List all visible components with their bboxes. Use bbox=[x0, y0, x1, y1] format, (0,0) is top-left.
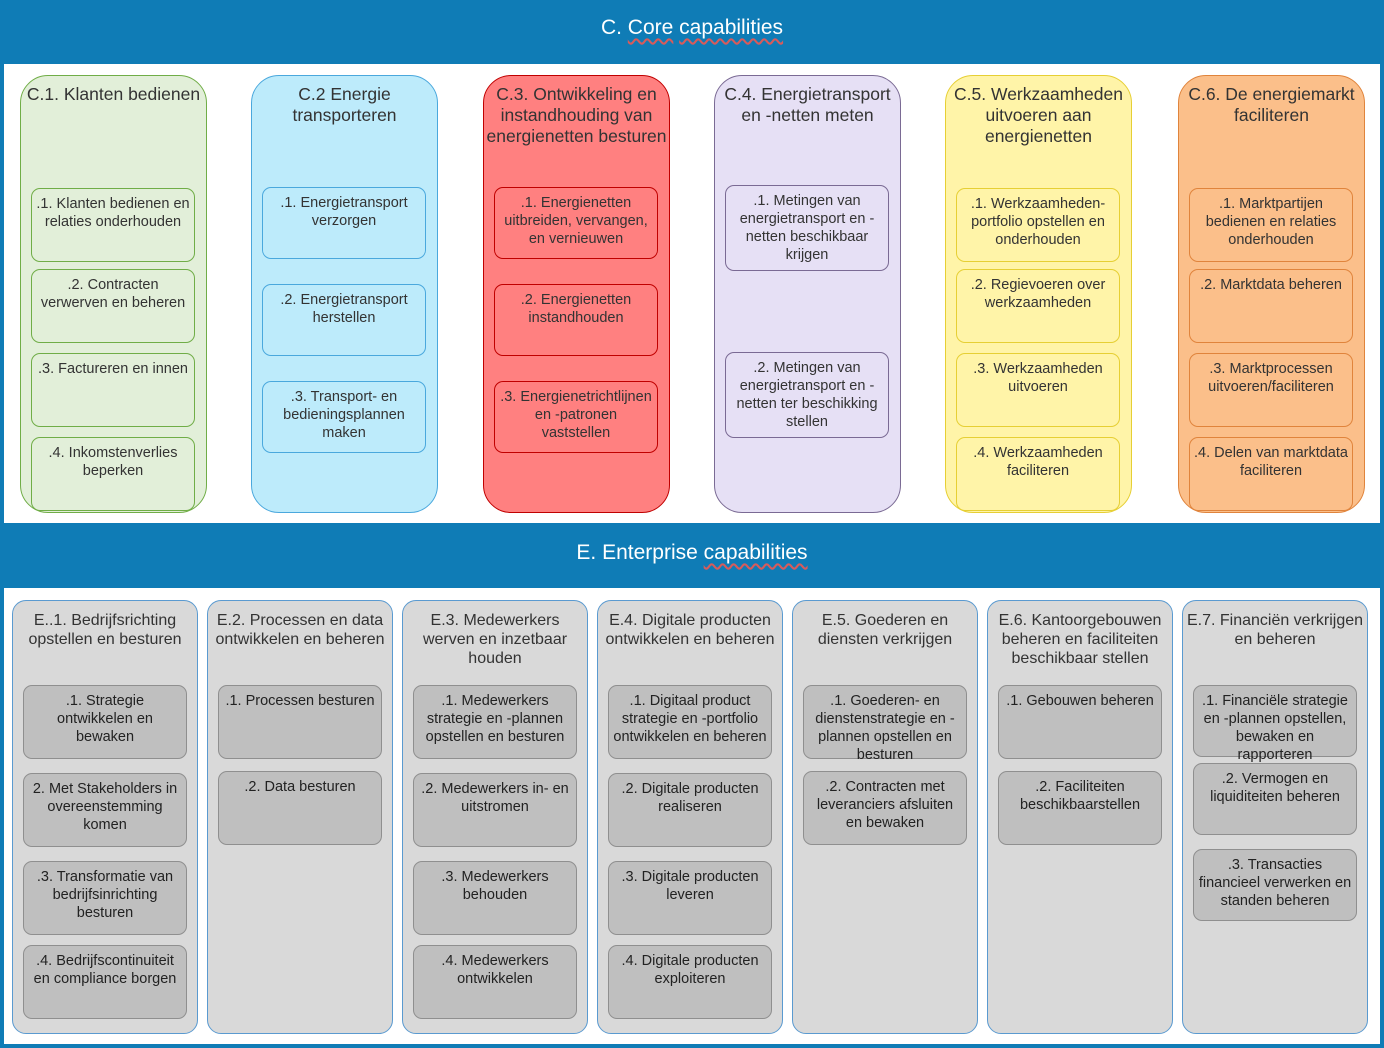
core-capabilities-title: C. Core capabilities bbox=[600, 16, 784, 39]
enterprise-capability-title: E.5. Goederen en diensten verkrijgen bbox=[817, 612, 953, 648]
core-capability-column: C.2 Energie transporteren .1. Energietran… bbox=[251, 75, 438, 513]
core-sub-capability: .1. Energienetten uitbreiden, vervangen,… bbox=[494, 187, 658, 259]
core-sub-capability: .4. Inkomstenverlies beperken bbox=[31, 437, 195, 511]
enterprise-sub-capability: .2. Vermogen en liquiditeiten beheren bbox=[1193, 763, 1357, 835]
enterprise-sub-capability: 2. Met Stakeholders in overeenstemming k… bbox=[23, 773, 187, 847]
enterprise-sub-capability: .1. Processen besturen bbox=[218, 685, 382, 759]
core-capability-title: C.1. Klanten bedienen bbox=[26, 84, 201, 104]
enterprise-capability-title: E.6. Kantoorgebouwen beheren en facilite… bbox=[998, 612, 1162, 667]
enterprise-sub-capability: .1. Goederen- en dienstenstrategie en -p… bbox=[803, 685, 967, 763]
core-sub-capability: .1. Metingen van energietransport en -ne… bbox=[725, 185, 889, 271]
enterprise-sub-capability: .3. Digitale producten leveren bbox=[608, 861, 772, 935]
core-sub-capability: .2. Metingen van energietransport en -ne… bbox=[725, 352, 889, 438]
enterprise-sub-capability: .2. Contracten met leveranciers afsluite… bbox=[803, 771, 967, 845]
enterprise-sub-capability: .1. Gebouwen beheren bbox=[998, 685, 1162, 759]
enterprise-capability-column: E.6. Kantoorgebouwen beheren en facilite… bbox=[987, 600, 1173, 1034]
core-sub-capability: .3. Transport- en bedieningsplannen make… bbox=[262, 381, 426, 453]
enterprise-sub-capability: .1. Medewerkers strategie en -plannen op… bbox=[413, 685, 577, 759]
core-capability-column: C.1. Klanten bedienen .1. Klanten bediene… bbox=[20, 75, 207, 513]
core-sub-capability: .2. Regievoeren over werkzaamheden bbox=[956, 269, 1120, 343]
enterprise-capability-column: E.4. Digitale producten ontwikkelen en b… bbox=[597, 600, 783, 1034]
core-capability-title: C.3. Ontwikkeling en instandhouding van … bbox=[486, 84, 667, 146]
core-capability-title: C.5. Werkzaamheden uitvoeren aan energie… bbox=[954, 84, 1123, 146]
core-sub-capability: .2. Marktdata beheren bbox=[1189, 269, 1353, 343]
enterprise-capability-column: E..1. Bedrijfsrichting opstellen en best… bbox=[12, 600, 198, 1034]
enterprise-sub-capability: .3. Medewerkers behouden bbox=[413, 861, 577, 935]
core-sub-capability: .1. Werkzaamheden-portfolio opstellen en… bbox=[956, 188, 1120, 262]
enterprise-sub-capability: .2. Medewerkers in- en uitstromen bbox=[413, 773, 577, 847]
enterprise-capability-title: E.7. Financiën verkrijgen en beheren bbox=[1186, 612, 1364, 648]
core-sub-capability: .3. Marktprocessen uitvoeren/faciliteren bbox=[1189, 353, 1353, 427]
enterprise-capability-title: E..1. Bedrijfsrichting opstellen en best… bbox=[28, 612, 182, 648]
core-capability-title: C.6. De energiemarkt faciliteren bbox=[1188, 84, 1355, 125]
core-capabilities-panel: C.1. Klanten bedienen .1. Klanten bediene… bbox=[4, 64, 1380, 523]
enterprise-sub-capability: .3. Transformatie van bedrijfsinrichting… bbox=[23, 861, 187, 935]
core-capability-column: C.4. Energietransport en -netten meten .1… bbox=[714, 75, 901, 513]
core-capability-title: C.2 Energie transporteren bbox=[292, 84, 397, 125]
enterprise-capability-column: E.3. Medewerkers werven en inzetbaar hou… bbox=[402, 600, 588, 1034]
enterprise-sub-capability: .1. Financiële strategie en -plannen ops… bbox=[1193, 685, 1357, 763]
enterprise-sub-capability: .4. Bedrijfscontinuiteit en compliance b… bbox=[23, 945, 187, 1019]
enterprise-sub-capability: .3. Transacties financieel verwerken en … bbox=[1193, 849, 1357, 921]
core-sub-capability: .3. Factureren en innen bbox=[31, 353, 195, 427]
enterprise-sub-capability: .2. Faciliteiten beschikbaarstellen bbox=[998, 771, 1162, 845]
enterprise-capability-column: E.7. Financiën verkrijgen en beheren .1. … bbox=[1182, 600, 1368, 1034]
enterprise-sub-capability: .4. Medewerkers ontwikkelen bbox=[413, 945, 577, 1019]
enterprise-sub-capability: .2. Digitale producten realiseren bbox=[608, 773, 772, 847]
enterprise-capabilities-panel: E..1. Bedrijfsrichting opstellen en best… bbox=[4, 588, 1380, 1044]
core-sub-capability: .3. Energienetrichtlijnen en -patronen v… bbox=[494, 381, 658, 453]
enterprise-capabilities-title: E. Enterprise capabilities bbox=[576, 541, 808, 564]
enterprise-sub-capability: .1. Strategie ontwikkelen en bewaken bbox=[23, 685, 187, 759]
core-sub-capability: .2. Energienetten instandhouden bbox=[494, 284, 658, 356]
core-sub-capability: .3. Werkzaamheden uitvoeren bbox=[956, 353, 1120, 427]
enterprise-capability-column: E.2. Processen en data ontwikkelen en be… bbox=[207, 600, 393, 1034]
core-capability-column: C.3. Ontwikkeling en instandhouding van … bbox=[483, 75, 670, 513]
enterprise-capability-title: E.4. Digitale producten ontwikkelen en b… bbox=[605, 612, 775, 648]
core-capability-column: C.5. Werkzaamheden uitvoeren aan energie… bbox=[945, 75, 1132, 513]
core-sub-capability: .4. Delen van marktdata faciliteren bbox=[1189, 437, 1353, 511]
core-sub-capability: .1. Klanten bedienen en relaties onderho… bbox=[31, 188, 195, 262]
core-sub-capability: .1. Energietransport verzorgen bbox=[262, 187, 426, 259]
core-capability-column: C.6. De energiemarkt faciliteren .1. Mark… bbox=[1178, 75, 1365, 513]
enterprise-sub-capability: .4. Digitale producten exploiteren bbox=[608, 945, 772, 1019]
core-sub-capability: .4. Werkzaamheden faciliteren bbox=[956, 437, 1120, 511]
enterprise-capability-column: E.5. Goederen en diensten verkrijgen .1. … bbox=[792, 600, 978, 1034]
enterprise-sub-capability: .2. Data besturen bbox=[218, 771, 382, 845]
enterprise-capability-title: E.2. Processen en data ontwikkelen en be… bbox=[215, 612, 385, 648]
core-sub-capability: .2. Energietransport herstellen bbox=[262, 284, 426, 356]
core-sub-capability: .2. Contracten verwerven en beheren bbox=[31, 269, 195, 343]
core-capability-title: C.4. Energietransport en -netten meten bbox=[724, 84, 891, 125]
enterprise-capability-title: E.3. Medewerkers werven en inzetbaar hou… bbox=[422, 612, 568, 667]
core-sub-capability: .1. Marktpartijen bedienen en relaties o… bbox=[1189, 188, 1353, 262]
enterprise-sub-capability: .1. Digitaal product strategie en -portf… bbox=[608, 685, 772, 759]
